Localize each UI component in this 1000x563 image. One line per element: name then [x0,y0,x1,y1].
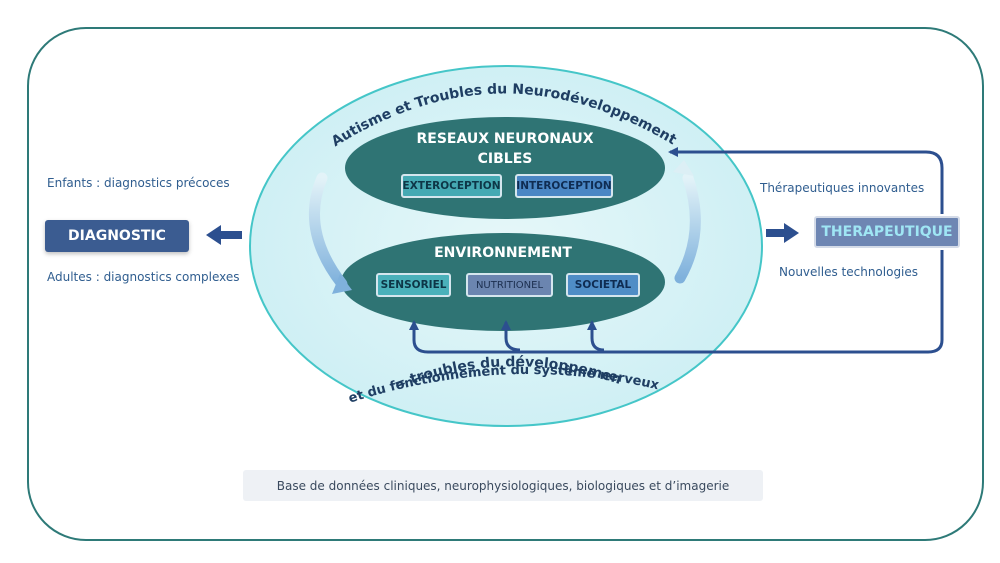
loop-arrow-to-societal [587,320,605,352]
therapeutic-box: THERAPEUTIQUE [814,216,960,248]
tag-interoception: INTEROCEPTION [515,174,613,198]
database-box: Base de données cliniques, neurophysiolo… [243,470,763,501]
loop-arrow-to-networks [668,147,944,214]
cycle-arrow-right-head [673,160,694,176]
diagnostic-box: DIAGNOSTIC [45,220,189,252]
tag-exteroception: EXTEROCEPTION [401,174,502,198]
cycle-arrow-left [308,172,348,290]
networks-title-line1: RESEAUX NEURONAUX [416,131,594,147]
label-adult-diagnostics: Adultes : diagnostics complexes [47,270,240,284]
label-innovative-therapeutics: Thérapeutiques innovantes [760,181,925,195]
label-children-diagnostics: Enfants : diagnostics précoces [47,176,230,190]
arrow-to-diagnostic [206,225,242,245]
loop-arrow-to-sensoriel [409,250,944,354]
arrow-to-therapeutic [766,223,799,243]
cycle-arrow-right [674,172,701,284]
loop-arrow-to-nutritionel [501,320,521,352]
tag-sensoriel: SENSORIEL [376,273,451,297]
networks-title-line2: CIBLES [477,151,533,167]
tag-nutritionel: NUTRITIONEL [466,273,553,297]
label-new-technologies: Nouvelles technologies [779,265,919,279]
environment-title: ENVIRONNEMENT [434,245,572,261]
tag-societal: SOCIETAL [566,273,640,297]
cycle-arrow-left-head [332,274,352,294]
